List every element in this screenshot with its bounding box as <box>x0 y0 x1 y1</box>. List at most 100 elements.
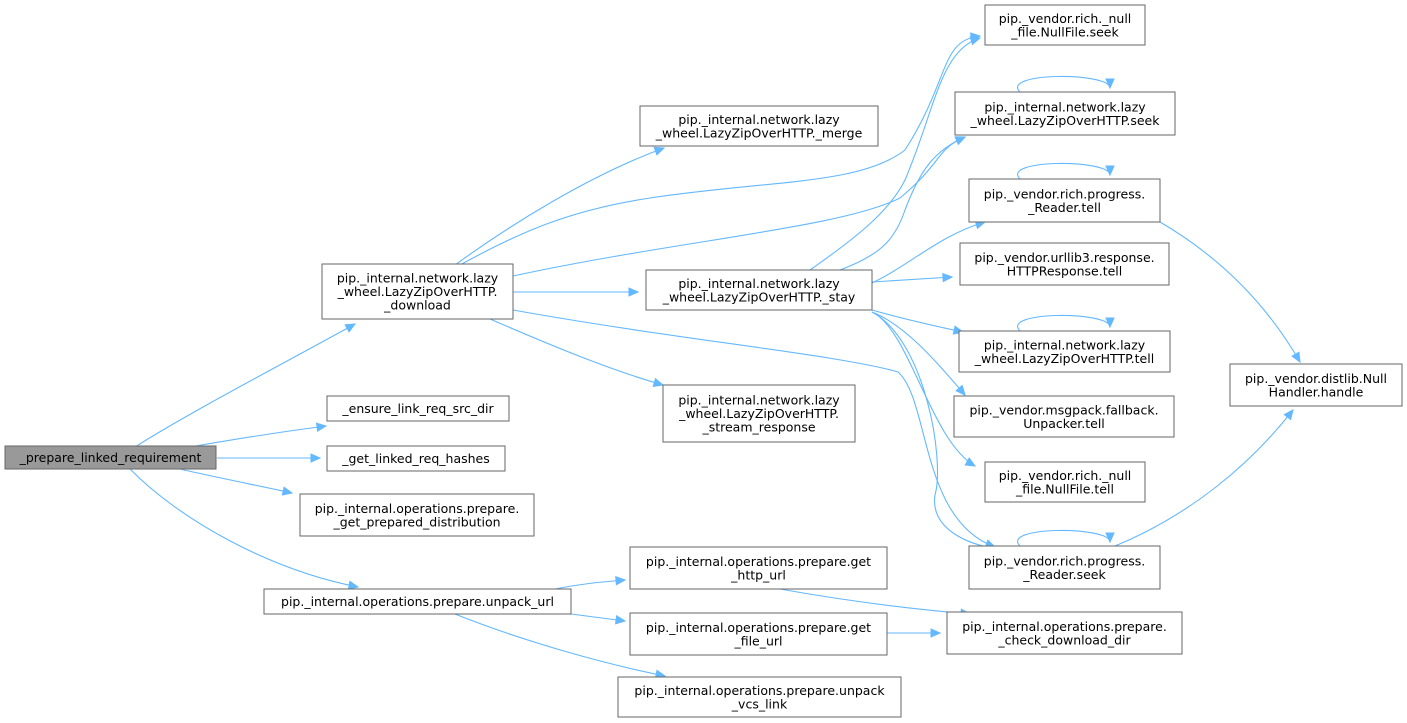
node-get-file-url[interactable]: pip._internal.operations.prepare.get_fil… <box>629 612 888 656</box>
node-label-line: _get_linked_req_hashes <box>341 451 490 466</box>
node-box <box>953 395 1175 438</box>
edge-line <box>489 318 664 386</box>
node-label-line: Unpacker.tell <box>1023 416 1105 431</box>
node-box <box>639 105 879 147</box>
node-label-line: pip._vendor.rich._null <box>999 11 1132 26</box>
node-label-line: pip._internal.operations.prepare.get <box>646 554 871 569</box>
edge-arrowhead <box>1105 532 1115 544</box>
edge-line <box>189 425 327 448</box>
node-label-line: pip._vendor.msgpack.fallback. <box>969 402 1158 417</box>
edge-arrowhead <box>1291 351 1301 364</box>
node-label-line: _wheel.LazyZipOverHTTP.seek <box>970 113 1161 128</box>
node-get-http-url[interactable]: pip._internal.operations.prepare.get_htt… <box>629 546 888 590</box>
node-lazy-tell[interactable]: pip._internal.network.lazy_wheel.LazyZip… <box>958 330 1171 373</box>
nodes-layer: _prepare_linked_requirement pip._internal… <box>4 4 1403 718</box>
edge-arrowhead <box>315 422 328 432</box>
node-get-hashes[interactable]: _get_linked_req_hashes <box>326 445 506 472</box>
node-label-line: _file.NullFile.seek <box>1010 24 1119 39</box>
edge-line <box>871 311 966 396</box>
node-box <box>299 493 535 537</box>
node-label-line: _prepare_linked_requirement <box>19 450 202 465</box>
edge-download-to-lazy_seek <box>512 136 967 277</box>
node-box <box>984 461 1146 503</box>
edge-arrowhead <box>930 628 942 638</box>
node-label-line: pip._internal.operations.prepare. <box>315 501 520 516</box>
edge-arrowhead <box>955 384 966 396</box>
node-label-line: _Reader.tell <box>1027 200 1101 215</box>
node-httpresp-tell[interactable]: pip._vendor.urllib3.response.HTTPRespons… <box>959 242 1170 286</box>
node-reader-tell[interactable]: pip._vendor.rich.progress._Reader.tell <box>968 178 1161 223</box>
edge-line <box>779 588 971 615</box>
node-unpacker-tell[interactable]: pip._vendor.msgpack.fallback.Unpacker.te… <box>953 395 1175 438</box>
edge-line <box>809 37 981 271</box>
edge-line <box>1017 314 1111 332</box>
edge-line <box>554 579 626 590</box>
node-label-line: pip._internal.network.lazy <box>678 112 840 127</box>
edge-arrowhead <box>942 272 954 283</box>
edge-stay-to-lazy_seek <box>839 136 967 271</box>
edge-stay-to-httpresp_tell <box>871 272 954 283</box>
edge-get_file_url-to-check_download <box>887 628 942 638</box>
node-label-line: _Reader.seek <box>1022 567 1106 582</box>
node-label-line: _wheel.LazyZipOverHTTP._merge <box>655 125 863 140</box>
edge-line <box>512 136 966 277</box>
node-label-line: pip._internal.operations.prepare.get <box>646 620 871 635</box>
node-label-line: _wheel.LazyZipOverHTTP._stay <box>662 289 856 304</box>
node-label-line: HTTPResponse.tell <box>1007 263 1123 278</box>
node-ensure-dir[interactable]: _ensure_link_req_src_dir <box>326 395 510 422</box>
edge-unpack_url-to-get_http_url <box>554 576 627 590</box>
edge-stay-to-nullfile_tell <box>871 311 977 467</box>
node-box <box>617 676 902 718</box>
edge-arrowhead <box>653 146 666 156</box>
edge-arrowhead <box>281 486 294 496</box>
edge-line <box>871 311 976 467</box>
edge-line <box>1017 529 1111 547</box>
edge-line <box>839 136 966 271</box>
node-box <box>4 445 217 470</box>
node-label-line: pip._internal.operations.prepare. <box>962 619 1167 634</box>
edge-arrowhead <box>652 377 665 388</box>
node-check-download[interactable]: pip._internal.operations.prepare._check_… <box>946 611 1183 655</box>
node-label-line: _vcs_link <box>731 696 788 711</box>
node-unpack-vcs[interactable]: pip._internal.operations.prepare.unpack_… <box>617 676 902 718</box>
node-label-line: pip._internal.operations.prepare.unpack <box>634 683 885 698</box>
node-box <box>959 242 1170 286</box>
node-label-line: pip._vendor.rich.progress. <box>984 186 1145 201</box>
node-lazy-seek[interactable]: pip._internal.network.lazy_wheel.LazyZip… <box>954 91 1176 136</box>
node-box <box>629 546 888 590</box>
edges-layer <box>129 32 1301 679</box>
node-box <box>1229 363 1403 407</box>
node-label-line: _stream_response <box>701 420 815 435</box>
node-reader-seek[interactable]: pip._vendor.rich.progress._Reader.seek <box>968 545 1161 590</box>
edge-download-to-nullfile_seek <box>459 32 982 266</box>
node-prepare-linked[interactable]: _prepare_linked_requirement <box>4 445 217 470</box>
node-box <box>954 91 1176 136</box>
node-box <box>645 269 873 311</box>
node-unpack-url[interactable]: pip._internal.operations.prepare.unpack_… <box>263 588 572 615</box>
node-nullfile-tell[interactable]: pip._vendor.rich._null_file.NullFile.tel… <box>984 461 1146 503</box>
node-stream-response[interactable]: pip._internal.network.lazy_wheel.LazyZip… <box>662 384 856 443</box>
edge-line <box>129 468 359 588</box>
node-label-line: _download <box>383 298 451 313</box>
node-label-line: pip._internal.operations.prepare.unpack_… <box>281 594 554 609</box>
node-box <box>321 263 514 320</box>
node-label-line: _file_url <box>733 633 782 648</box>
edge-prepare_linked-to-ensure_dir <box>189 422 328 448</box>
node-download[interactable]: pip._internal.network.lazy_wheel.LazyZip… <box>321 263 514 320</box>
node-label-line: pip._vendor.rich.progress. <box>984 553 1145 568</box>
node-nullfile-seek[interactable]: pip._vendor.rich._null_file.NullFile.see… <box>984 4 1146 46</box>
node-box <box>629 612 888 656</box>
node-stay[interactable]: pip._internal.network.lazy_wheel.LazyZip… <box>645 269 873 311</box>
edge-prepare_linked-to-download <box>134 323 357 448</box>
node-label-line: _wheel.LazyZipOverHTTP.tell <box>974 351 1154 366</box>
node-get-prepared[interactable]: pip._internal.operations.prepare._get_pr… <box>299 493 535 537</box>
edge-line <box>871 221 986 284</box>
edge-line <box>871 309 964 333</box>
edge-lazy_tell-to-lazy_tell <box>1017 314 1115 332</box>
node-label-line: pip._vendor.rich._null <box>999 468 1132 483</box>
edge-arrowhead <box>1105 165 1115 177</box>
node-merge[interactable]: pip._internal.network.lazy_wheel.LazyZip… <box>639 105 879 147</box>
node-label-line: _check_download_dir <box>997 632 1131 647</box>
edge-line <box>454 147 665 266</box>
